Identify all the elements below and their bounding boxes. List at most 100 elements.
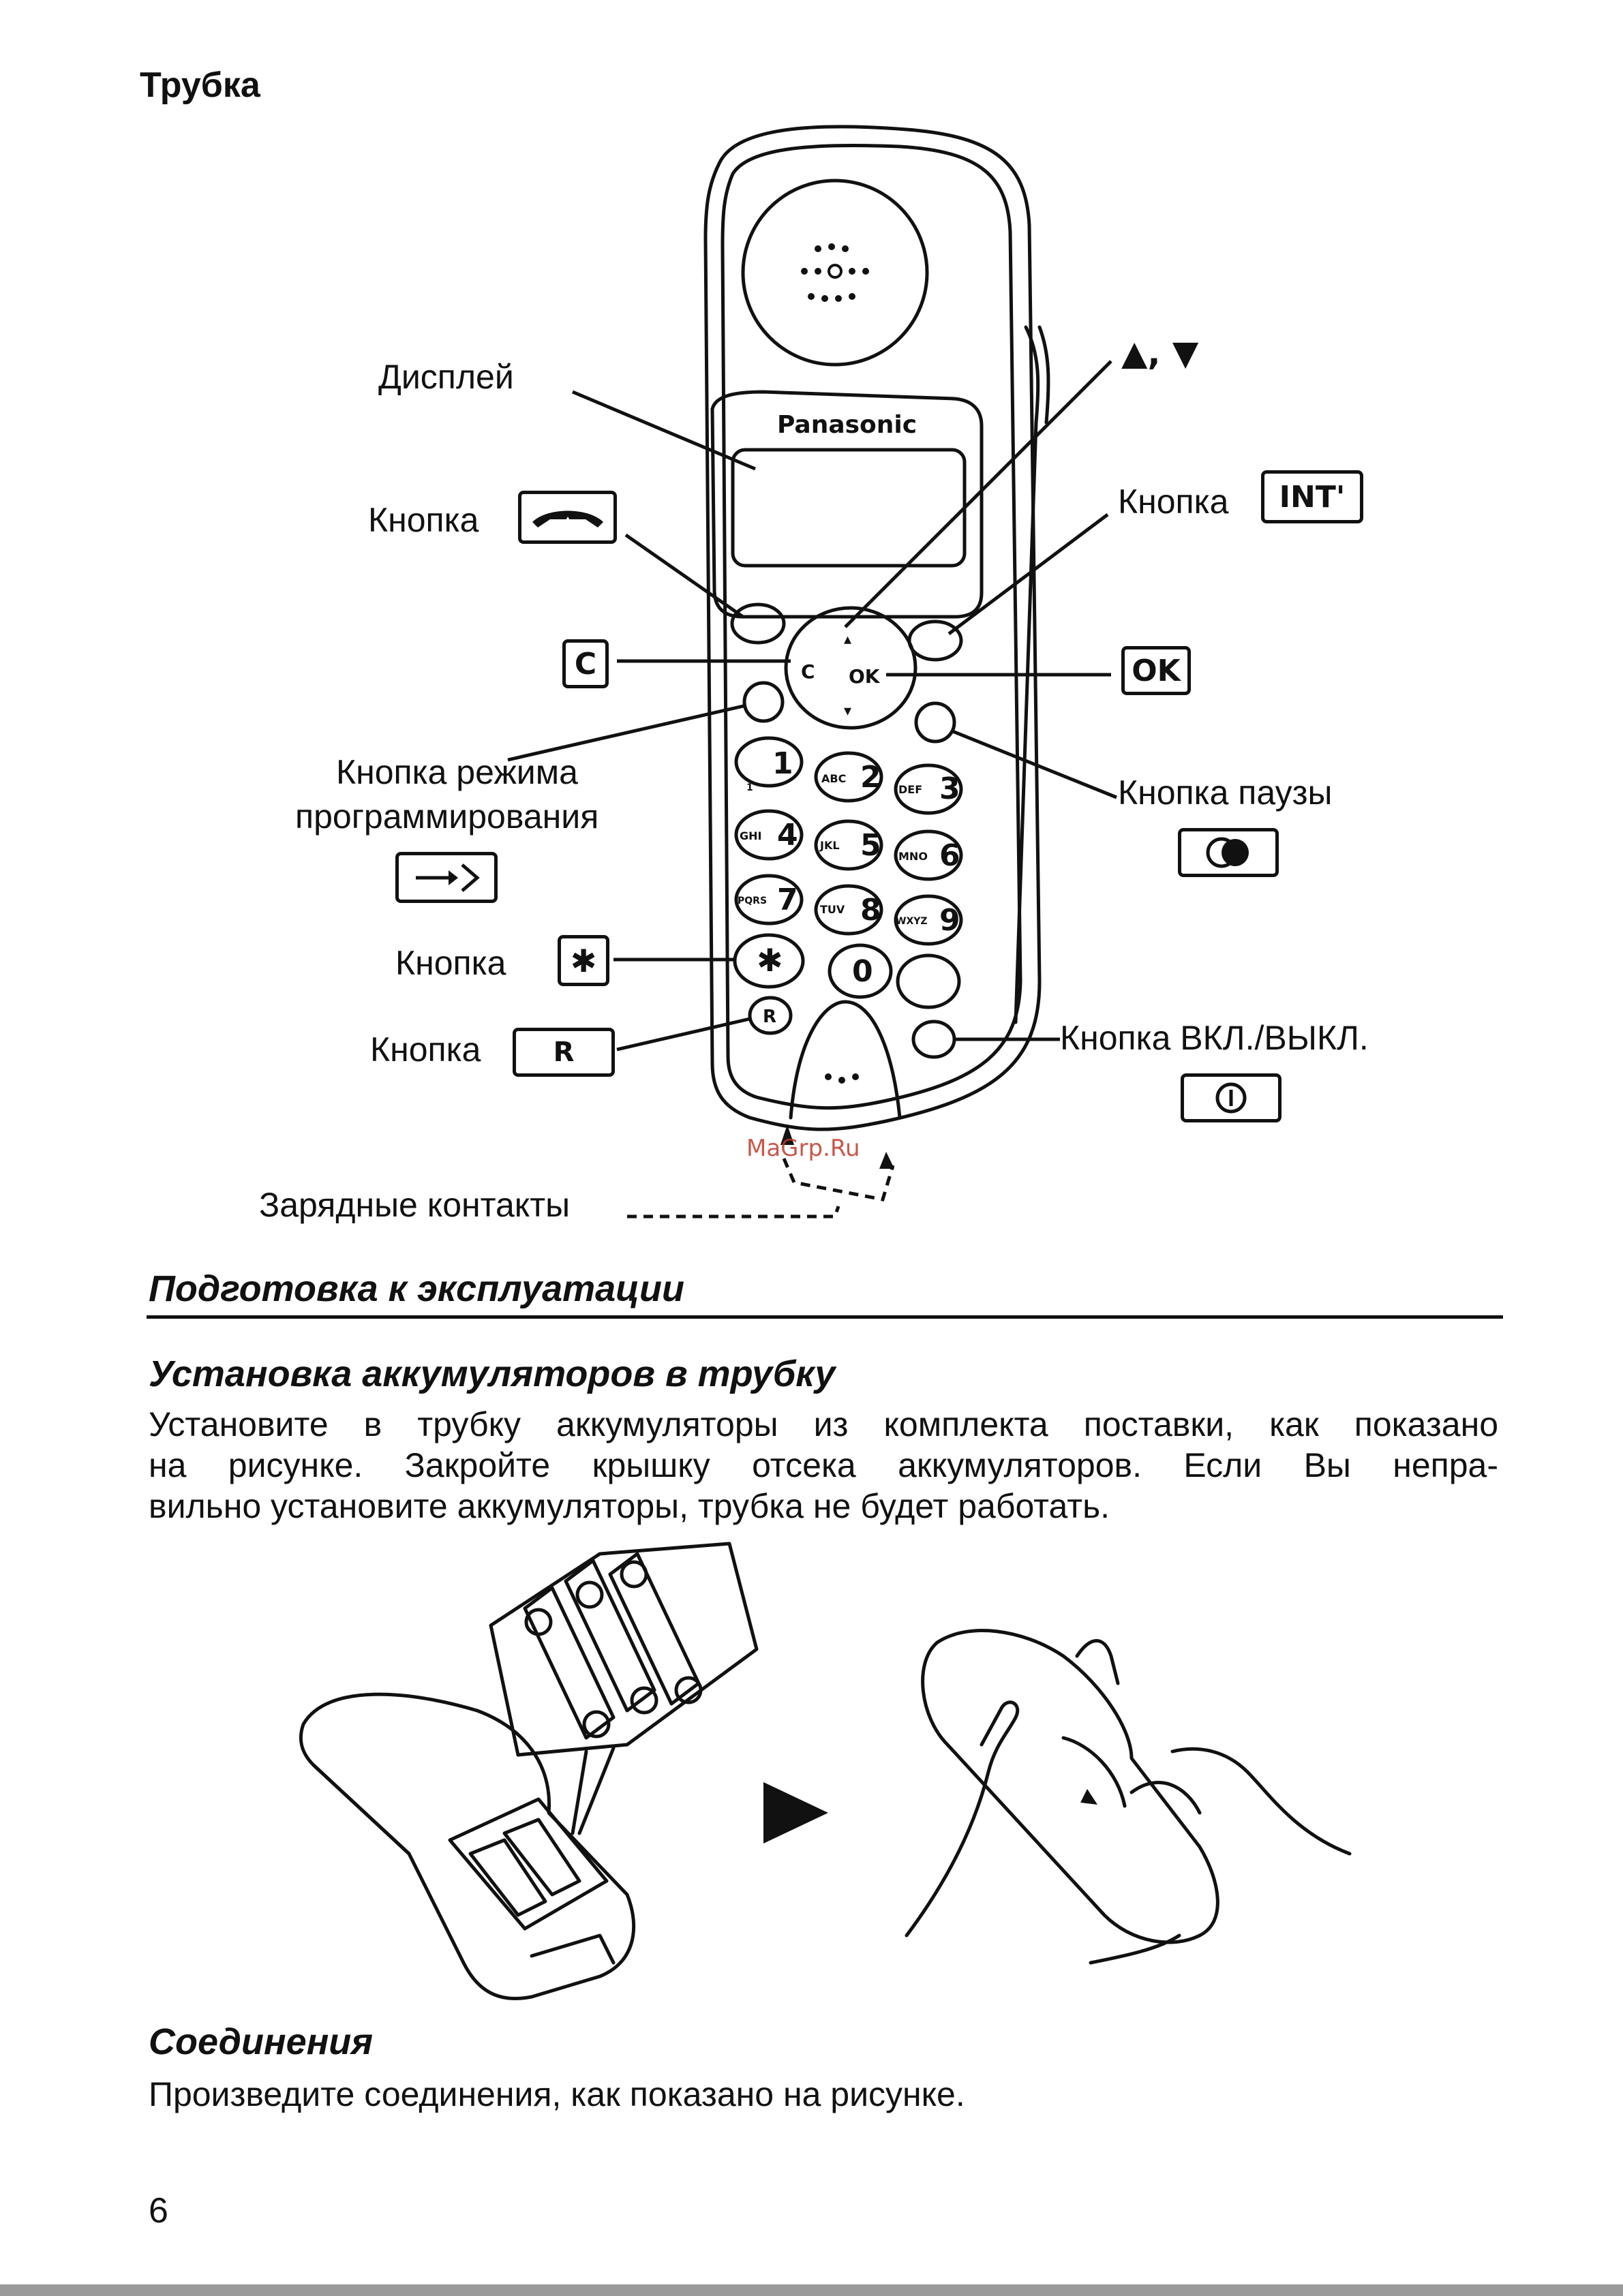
key-6 [894, 829, 963, 881]
svg-text:PQRS: PQRS [738, 896, 767, 906]
earpiece [741, 179, 929, 367]
handset-body [703, 125, 1042, 1131]
key-3 [894, 763, 963, 815]
battery-inset [489, 1542, 759, 1757]
label-display: Дисплей [378, 358, 514, 396]
label-power: Кнопка ВКЛ./ВЫКЛ. [1060, 1019, 1369, 1057]
section-title-battery: Установка аккумуляторов в трубку [149, 1353, 836, 1394]
key-1 [734, 736, 804, 788]
section-rule [147, 1315, 1503, 1319]
r-key-box: R [513, 1028, 615, 1077]
star-key-box: ✱ [558, 935, 609, 986]
key-2 [814, 751, 883, 803]
key-7 [734, 874, 804, 925]
leader-int [947, 513, 1109, 635]
nav-ok-glyph: OK [849, 665, 881, 688]
program-arrow-icon [416, 863, 480, 892]
battery-bay [448, 1797, 609, 1931]
svg-text:8: 8 [860, 893, 881, 928]
power-key-box [1181, 1073, 1281, 1122]
svg-text:6: 6 [939, 838, 960, 873]
key-9 [894, 894, 963, 946]
battery-line-3: вильно установите аккумуляторы, трубка н… [149, 1487, 1110, 1525]
key-4 [734, 809, 804, 861]
talk-key [730, 602, 786, 645]
pause-key [914, 701, 956, 744]
label-charge-contacts: Зарядные контакты [259, 1186, 571, 1224]
section-title-connections: Соединения [149, 2021, 374, 2062]
power-icon [1215, 1082, 1247, 1114]
svg-text:ABC: ABC [821, 772, 846, 785]
leader-prog [507, 703, 747, 762]
leader-pause [950, 729, 1117, 799]
battery-line-1: Установите в трубку аккумуляторы из комп… [149, 1405, 1498, 1443]
int-key-box: INT' [1261, 470, 1363, 523]
connections-text: Произведите соединения, как показано на … [149, 2075, 965, 2113]
svg-text:GHI: GHI [740, 829, 761, 842]
handset-inner-outline [721, 143, 1022, 1110]
nav-c-glyph: C [801, 660, 815, 683]
pause-key-box [1178, 828, 1279, 877]
hand-left [905, 1700, 1019, 1938]
display-frame [710, 390, 984, 619]
charge-tab [789, 1000, 902, 1120]
battery-paragraph: Установите в трубку аккумуляторы из комп… [149, 1404, 1498, 1527]
callout [571, 1746, 616, 1835]
key-hash [896, 953, 961, 1009]
svg-text:WXYZ: WXYZ [896, 916, 928, 927]
leader-r [616, 1017, 750, 1052]
leader-arrows [844, 360, 1112, 628]
open-handset [299, 1692, 636, 2001]
svg-text:0: 0 [852, 954, 873, 989]
slide-arrow-icon [1080, 1789, 1097, 1805]
c-key-box: C [562, 639, 609, 688]
bottom-edge [0, 2284, 1623, 2296]
hand-right [1170, 1747, 1352, 1856]
arrow-right-icon [763, 1782, 828, 1843]
nav-ring [784, 606, 917, 730]
watermark: MaGrp.Ru [746, 1135, 860, 1162]
closed-handset [921, 1629, 1219, 1944]
label-r-button: Кнопка [370, 1030, 481, 1069]
int-key [907, 619, 963, 662]
talk-key-icon [532, 510, 603, 527]
key-r [748, 996, 793, 1035]
label-arrows: ▲, ▼ [1121, 333, 1199, 373]
label-talk-button: Кнопка [368, 501, 479, 539]
svg-text:JKL: JKL [819, 839, 840, 852]
page-number: 6 [149, 2191, 168, 2231]
key-0 [828, 943, 893, 999]
prog-key [742, 681, 785, 723]
battery-line-2: на рисунке. Закройте крышку отсека аккум… [149, 1446, 1498, 1484]
page-title: Трубка [140, 65, 260, 105]
svg-text:R: R [763, 1007, 776, 1027]
leader-display [572, 390, 756, 471]
brand-logo: Panasonic [777, 411, 917, 439]
svg-text:4: 4 [777, 818, 798, 853]
leader-charge [627, 1158, 895, 1219]
svg-text:MNO: MNO [898, 850, 928, 863]
leader-talk [624, 533, 744, 619]
key-8 [814, 884, 883, 936]
svg-text:2: 2 [860, 760, 881, 795]
label-pause: Кнопка паузы [1118, 774, 1333, 812]
svg-text:7: 7 [777, 883, 798, 917]
svg-text:3: 3 [939, 771, 960, 806]
battery-cells [523, 1552, 703, 1740]
svg-text:▴: ▴ [844, 631, 851, 648]
svg-text:9: 9 [939, 903, 960, 938]
svg-text:✱: ✱ [757, 942, 783, 979]
label-int-button: Кнопка [1118, 483, 1229, 521]
side-ridge [1014, 325, 1040, 1024]
svg-text:▾: ▾ [844, 703, 851, 720]
pause-icon [1206, 837, 1249, 868]
svg-text:DEF: DEF [898, 783, 922, 796]
ok-key-box: OK [1121, 646, 1191, 695]
svg-text:1: 1 [746, 782, 753, 793]
label-star-button: Кнопка [395, 944, 506, 982]
key-5 [814, 819, 883, 871]
talk-key-box [518, 491, 617, 544]
svg-text:1: 1 [772, 746, 793, 781]
